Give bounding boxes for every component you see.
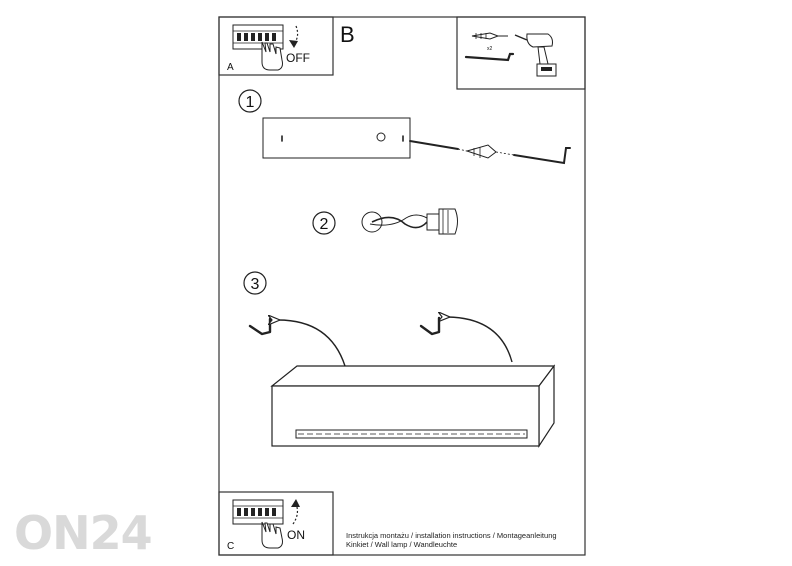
hook-screw-icon [464,52,515,62]
wall-lamp-body [270,364,556,449]
screw-icon [409,140,459,150]
step-2: 2 [312,208,458,235]
step-3: 3 [243,271,556,449]
step-2-number: 2 [320,216,329,233]
left-hang-arrow-icon [278,320,346,367]
wire-icon [371,216,428,229]
panel-a-letter: A [227,62,234,73]
breaker-switch-icon [232,24,284,50]
panel-a-action: OFF [286,51,310,65]
panel-c-action: ON [287,528,305,542]
lamp-socket-icon [426,208,458,235]
hand-on-icon [261,521,283,549]
page-frame [218,16,586,556]
footer-line-1: Instrukcja montażu / installation instru… [346,531,557,540]
tools-panel: x2 [456,16,586,90]
brand-watermark-logo: ON24 [14,506,153,560]
switch-up-arrow-icon [292,503,299,525]
mounting-plate [262,117,411,159]
right-hang-arrow-icon [448,317,513,363]
panel-b-letter: B [340,22,355,47]
hand-icon [261,41,283,71]
panel-a: A OFF [218,16,334,76]
left-hook-icon [248,317,272,336]
anchor-plug-icon [465,144,497,159]
panel-c-letter: C [227,541,234,552]
right-hook-icon [419,316,441,336]
breaker-switch-on-icon [232,499,284,525]
step-1-number: 1 [246,94,255,111]
drill-icon [514,33,557,77]
footer-line-2: Kinkiet / Wall lamp / Wandleuchte [346,540,458,549]
panel-c: C ON [218,491,334,556]
step-3-number: 3 [251,276,260,293]
wall-plug-icon [471,32,508,40]
quantity-label: x2 [487,46,493,52]
step-1: 1 [238,89,571,165]
hook-bolt-icon [513,147,571,165]
